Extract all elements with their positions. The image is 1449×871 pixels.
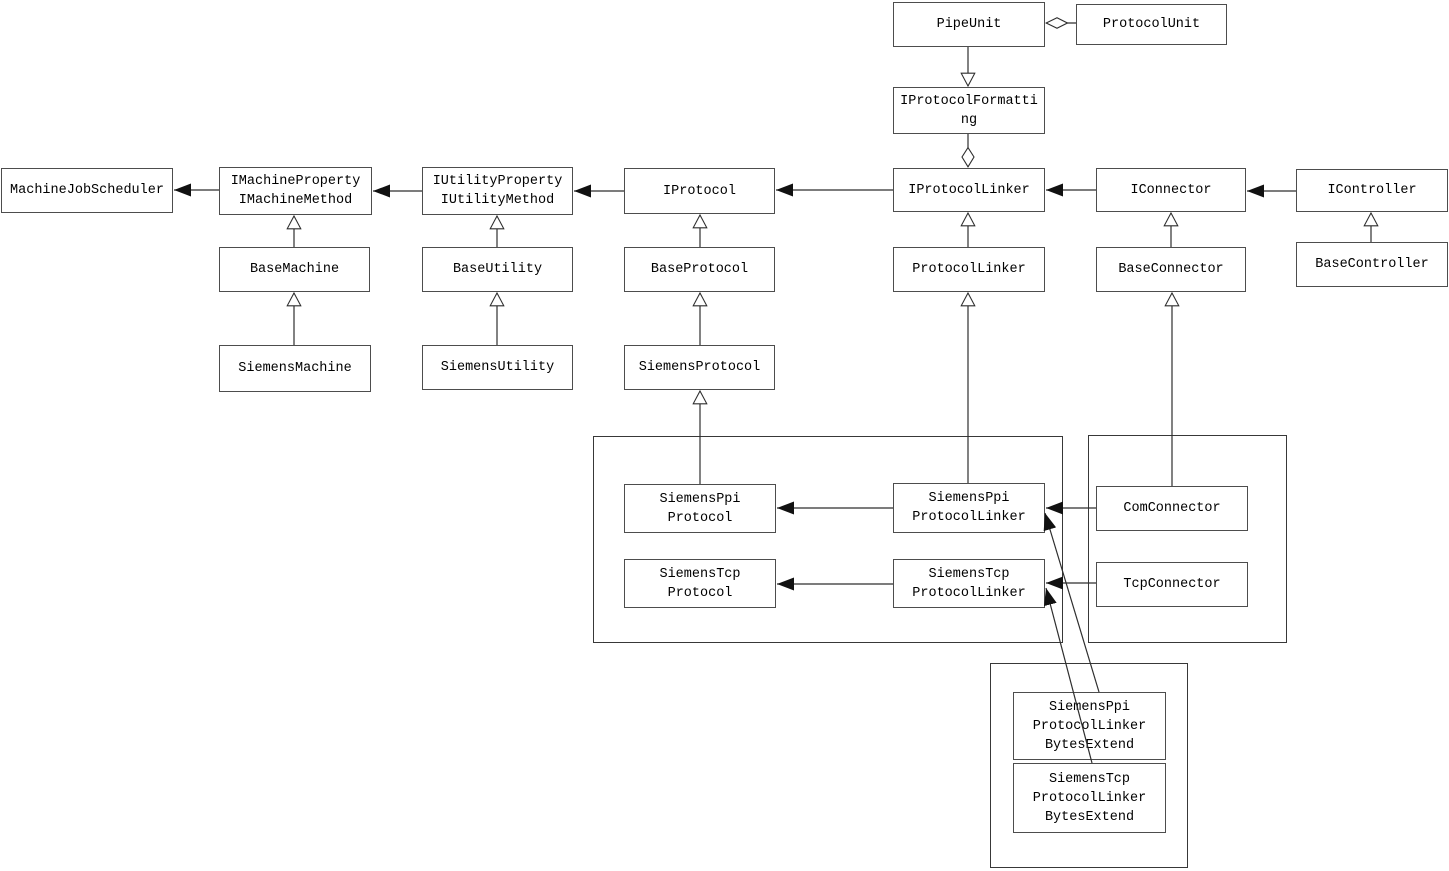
group-siemens-protocol-linker-group [593, 436, 1063, 643]
class-node-label: ProtocolLinker [912, 262, 1026, 277]
class-node-tcp-connector: TcpConnector [1096, 562, 1248, 607]
class-node-label: PipeUnit [936, 17, 1002, 32]
class-node-label: TcpConnector [1123, 577, 1221, 592]
class-node-base-connector: BaseConnector [1096, 247, 1246, 292]
class-node-label: SiemensTcp [659, 566, 741, 582]
class-node-label: BaseConnector [1118, 262, 1224, 277]
class-node-label: Protocol [667, 510, 733, 526]
class-node-machine-job-scheduler: MachineJobScheduler [1, 168, 173, 213]
class-node-siemens-protocol: SiemensProtocol [624, 345, 775, 390]
class-node-label: BaseController [1315, 257, 1429, 272]
class-node-label: Protocol [667, 585, 733, 601]
class-node-siemens-utility: SiemensUtility [422, 345, 573, 390]
class-node-label: BaseProtocol [650, 262, 749, 277]
class-node-label: IProtocolLinker [908, 182, 1030, 198]
class-node-label: IUtilityMethod [440, 193, 555, 208]
group-connector-group [1088, 435, 1287, 643]
class-node-com-connector: ComConnector [1096, 486, 1248, 531]
class-node-label: SiemensTcp [928, 566, 1010, 582]
class-node-iconnector: IConnector [1096, 168, 1246, 212]
class-node-label: SiemensPpi [928, 491, 1010, 506]
class-node-label: IMachineProperty [230, 174, 361, 189]
class-node-label: SiemensMachine [238, 361, 352, 376]
class-node-base-utility: BaseUtility [422, 247, 573, 292]
class-node-label: IMachineMethod [238, 193, 353, 208]
class-node-label: SiemensProtocol [638, 360, 761, 375]
class-node-label: MachineJobScheduler [10, 183, 164, 198]
class-node-label: BaseMachine [249, 262, 340, 277]
class-node-label: IProtocol [663, 183, 736, 199]
class-node-label: SiemensUtility [440, 360, 555, 375]
class-node-base-controller: BaseController [1296, 242, 1448, 287]
class-node-base-protocol: BaseProtocol [624, 247, 775, 292]
class-node-pipe-unit: PipeUnit [893, 2, 1045, 47]
class-node-siemens-machine: SiemensMachine [219, 345, 371, 392]
class-node-label: SiemensTcp [1048, 771, 1130, 787]
class-node-label: ng [960, 112, 978, 128]
class-node-label: ComConnector [1123, 501, 1221, 516]
class-node-base-machine: BaseMachine [219, 247, 370, 292]
class-node-label: ProtocolLinker [912, 510, 1026, 525]
class-node-label: BaseUtility [452, 262, 543, 277]
class-node-label: ProtocolLinker [1032, 718, 1147, 734]
class-node-label: BytesExtend [1044, 809, 1135, 825]
class-node-protocol-linker: ProtocolLinker [893, 247, 1045, 292]
class-node-label: IProtocolFormatti [900, 93, 1038, 109]
class-node-iprotocol-linker: IProtocolLinker [893, 168, 1045, 212]
class-node-icontroller: IController [1296, 169, 1448, 212]
class-node-label: SiemensPpi [1048, 699, 1130, 715]
class-node-label: IUtilityProperty [432, 174, 563, 189]
class-node-iprotocol: IProtocol [624, 168, 775, 214]
class-node-label: ProtocolLinker [1032, 790, 1147, 806]
class-node-label: IController [1327, 183, 1417, 198]
class-node-label: SiemensPpi [659, 491, 741, 507]
class-node-protocol-unit: ProtocolUnit [1076, 4, 1227, 45]
class-node-label: BytesExtend [1044, 737, 1135, 753]
class-node-iprotocol-formatting: IProtocolFormatti ng [893, 87, 1045, 134]
class-node-label: IConnector [1130, 182, 1212, 198]
class-node-label: ProtocolUnit [1102, 17, 1201, 32]
class-node-label: ProtocolLinker [912, 585, 1026, 601]
